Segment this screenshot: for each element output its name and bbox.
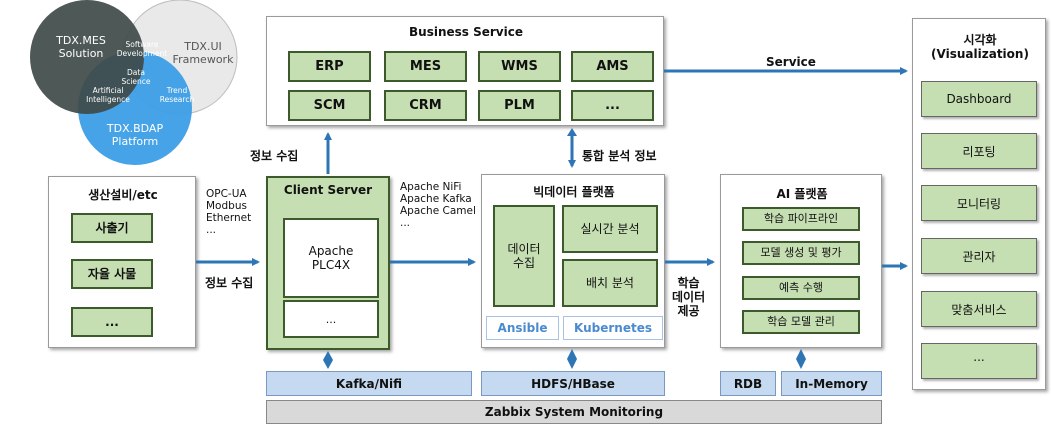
ai-panel: AI 플랫폼 학습 파이프라인 모델 생성 및 평가 예측 수행 학습 모델 관… <box>720 174 882 348</box>
in-memory-bar: In-Memory <box>781 371 882 396</box>
apache-tools-list: Apache NiFi Apache Kafka Apache Camel ..… <box>400 181 476 229</box>
viz-item-admin: 관리자 <box>921 238 1037 274</box>
connector-hdfs <box>567 349 577 369</box>
equipment-title: 생산설비/etc <box>88 188 158 202</box>
venn-label-artificial-intelligence: Artificial Intelligence <box>86 86 130 104</box>
venn-label-software-development: Software Development <box>116 40 168 58</box>
bigdata-batch-box: 배치 분석 <box>562 259 658 307</box>
visualization-panel: 시각화 (Visualization) Dashboard 리포팅 모니터링 관… <box>912 18 1046 390</box>
client-server-panel: Client Server Apache PLC4X ... <box>266 176 390 350</box>
ai-item-pipeline: 학습 파이프라인 <box>742 207 860 231</box>
kafka-nifi-bar: Kafka/Nifi <box>266 371 472 396</box>
ai-item-prediction: 예측 수행 <box>742 276 860 300</box>
ai-item-model-eval: 모델 생성 및 평가 <box>742 241 860 265</box>
connector-kafka <box>323 351 333 369</box>
connector-ai-storage <box>796 349 806 369</box>
venn-label-bdap: TDX.BDAP Platform <box>106 122 164 148</box>
client-server-more-box: ... <box>283 300 379 338</box>
business-service-title: Business Service <box>409 25 523 39</box>
bigdata-title: 빅데이터 플랫폼 <box>533 185 615 199</box>
business-item-wms: WMS <box>478 51 561 82</box>
bigdata-collect-box: 데이터 수집 <box>493 205 555 307</box>
ai-item-model-management: 학습 모델 관리 <box>742 310 860 334</box>
equipment-item-injection-molder: 사출기 <box>71 213 153 243</box>
client-server-title: Client Server <box>283 183 373 197</box>
business-service-panel: Business Service ERP MES WMS AMS SCM CRM… <box>266 16 664 126</box>
business-item-erp: ERP <box>288 51 371 82</box>
equipment-item-more: ... <box>71 307 153 337</box>
equipment-panel: 생산설비/etc 사출기 자율 사물 ... <box>48 176 196 348</box>
venn-label-mes: TDX.MES Solution <box>56 34 106 60</box>
venn-label-data-science: Data Science <box>121 68 151 86</box>
bigdata-realtime-box: 실시간 분석 <box>562 205 658 253</box>
zabbix-bar: Zabbix System Monitoring <box>266 400 882 424</box>
viz-item-monitoring: 모니터링 <box>921 185 1037 221</box>
venn-diagram: TDX.MES Solution TDX.UI Framework TDX.BD… <box>30 0 250 168</box>
label-integrated-info: 통합 분석 정보 <box>582 149 657 163</box>
venn-label-ui: TDX.UI Framework <box>172 40 234 66</box>
business-item-plm: PLM <box>478 90 561 121</box>
label-learning-data: 학습 데이터 제공 <box>672 276 706 318</box>
apache-plc4x-box: Apache PLC4X <box>283 218 379 298</box>
kubernetes-badge: Kubernetes <box>563 316 663 340</box>
rdb-bar: RDB <box>720 371 776 396</box>
visualization-title: 시각화 (Visualization) <box>931 33 1029 61</box>
business-item-more: ... <box>571 90 654 121</box>
business-item-scm: SCM <box>288 90 371 121</box>
venn-circle-mes <box>30 0 144 114</box>
bigdata-panel: 빅데이터 플랫폼 데이터 수집 실시간 분석 배치 분석 Ansible Kub… <box>481 174 665 348</box>
hdfs-hbase-bar: HDFS/HBase <box>481 371 665 396</box>
equipment-item-autonomous-things: 자율 사물 <box>71 259 153 289</box>
viz-item-custom-service: 맞춤서비스 <box>921 291 1037 327</box>
protocol-list: OPC-UA Modbus Ethernet ... <box>206 188 252 236</box>
business-item-mes: MES <box>384 51 467 82</box>
viz-item-more: ... <box>921 343 1037 379</box>
viz-item-reporting: 리포팅 <box>921 133 1037 169</box>
label-service: Service <box>766 55 816 69</box>
label-collect-top: 정보 수집 <box>250 149 299 163</box>
label-collect-left: 정보 수집 <box>205 276 254 290</box>
venn-label-trend-research: Trend Research <box>159 86 195 104</box>
ansible-badge: Ansible <box>486 316 559 340</box>
business-item-crm: CRM <box>384 90 467 121</box>
viz-item-dashboard: Dashboard <box>921 81 1037 117</box>
ai-title: AI 플랫폼 <box>776 187 828 201</box>
business-item-ams: AMS <box>571 51 654 82</box>
